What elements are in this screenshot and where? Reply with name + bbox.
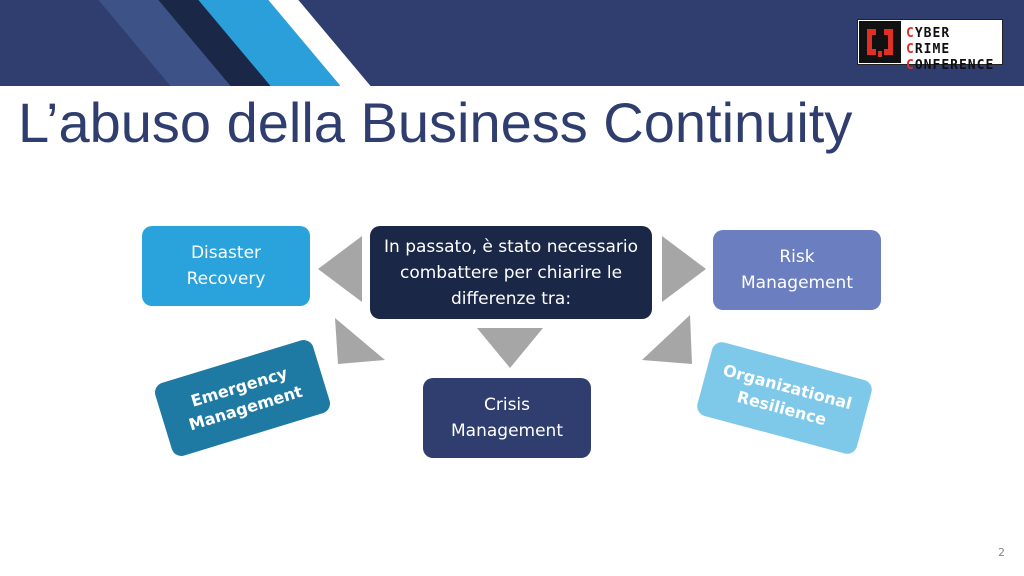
center-statement-box: In passato, è stato necessario combatter… <box>370 226 652 319</box>
cyber-crime-conference-logo: CYBER CRIME CONFERENCE <box>857 19 1003 73</box>
disaster-recovery-label: Disaster Recovery <box>186 243 266 289</box>
arrow-down-icon <box>477 328 543 368</box>
center-statement-text: In passato, è stato necessario combatter… <box>384 236 638 309</box>
header-banner <box>0 0 1024 86</box>
page-number: 2 <box>998 546 1005 559</box>
disaster-recovery-box: Disaster Recovery <box>142 226 310 306</box>
slide-title: L’abuso della Business Continuity <box>18 91 853 154</box>
arrow-down-right-icon <box>642 315 692 364</box>
risk-management-label: Risk Management <box>741 247 853 293</box>
logo-text: CYBER CRIME CONFERENCE <box>906 26 1002 74</box>
logo-line-2: CONFERENCE <box>906 58 995 73</box>
crisis-management-label: Crisis Management <box>451 395 563 441</box>
risk-management-box: Risk Management <box>713 230 881 310</box>
arrow-down-left-icon <box>335 318 385 364</box>
arrow-right-icon <box>662 236 706 302</box>
logo-line-1: CYBER CRIME <box>906 26 951 57</box>
arrow-left-icon <box>318 236 362 302</box>
logo-mark-icon <box>859 21 901 63</box>
crisis-management-box: Crisis Management <box>423 378 591 458</box>
